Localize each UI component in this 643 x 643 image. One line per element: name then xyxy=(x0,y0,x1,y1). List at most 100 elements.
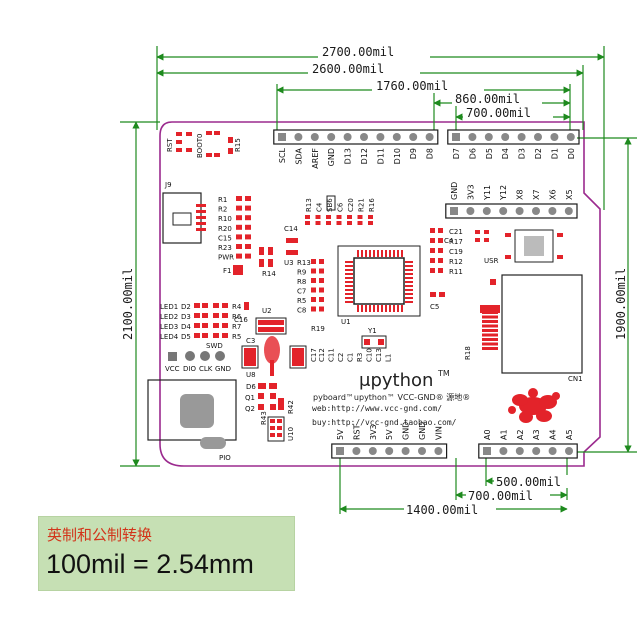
pin-label: D9 xyxy=(409,148,418,159)
part-label: C2 xyxy=(337,353,345,362)
mcu-pin xyxy=(405,293,413,295)
part-label: C19 xyxy=(449,248,463,256)
part-label: R13 xyxy=(297,259,311,267)
mcu-pin xyxy=(345,277,353,279)
sd-pin xyxy=(482,329,498,332)
regulator-area: C16 U2 C3 U8 C17 D6 Q1 Q2 R43 R42 U10 xyxy=(234,302,318,442)
smd-pad xyxy=(315,215,321,219)
smd-pad xyxy=(222,333,228,338)
smd-pad xyxy=(319,287,324,293)
pin-label: AREF xyxy=(311,148,320,169)
pin-label: GND xyxy=(418,422,427,440)
smd-pad xyxy=(236,244,242,249)
usr-button: USR xyxy=(484,229,563,265)
pin-pad xyxy=(499,447,508,455)
part-label: C6 xyxy=(337,202,345,212)
pin-label: D12 xyxy=(360,148,369,164)
pin-pad xyxy=(418,447,426,455)
reset-boot-area: RST BOOT0 R15 xyxy=(166,131,242,158)
brand-buy-url: buy:http://vcc-gnd.taobao.com/ xyxy=(312,418,457,427)
pin-pad xyxy=(548,447,557,455)
mcu-pin xyxy=(345,293,353,295)
mcu-pin xyxy=(393,305,395,312)
q1-label: Q1 xyxy=(245,394,255,402)
mcu-pin xyxy=(401,305,403,312)
smd-pad xyxy=(438,238,443,243)
sd-pin xyxy=(482,338,498,341)
dim-1900: 1900.00mil xyxy=(614,268,628,340)
mcu-pin xyxy=(385,305,387,312)
q2-label: Q2 xyxy=(245,405,255,413)
pin-pad xyxy=(294,133,303,141)
swd-gnd: GND xyxy=(215,365,231,373)
sd-pin xyxy=(482,311,498,314)
r42-label: R42 xyxy=(287,400,295,414)
mcu-pin xyxy=(345,261,353,263)
y1-label: Y1 xyxy=(367,327,377,335)
smd-pad xyxy=(213,313,219,318)
smd-pad xyxy=(236,234,242,240)
smd-pad xyxy=(213,303,219,308)
pin-pad xyxy=(401,447,410,455)
smd-pad xyxy=(347,221,352,225)
u10-label: U10 xyxy=(287,427,295,441)
smd-pad xyxy=(430,228,435,233)
pin-label: A0 xyxy=(483,429,492,440)
pin-label: D10 xyxy=(393,148,402,164)
smd-pad xyxy=(305,221,310,225)
part-label: SB6 xyxy=(326,198,334,212)
smd-pad xyxy=(484,238,489,242)
mcu-pin xyxy=(369,305,371,312)
pin-pad xyxy=(483,447,491,455)
dim-860: 860.00mil xyxy=(455,92,520,106)
smd-pad xyxy=(319,278,324,283)
pin-pad xyxy=(517,133,526,141)
part-label: C1 xyxy=(347,353,355,362)
pin-label: GND xyxy=(450,182,459,200)
sd-pin xyxy=(482,347,498,350)
smd-pad xyxy=(439,292,445,297)
smd-pad xyxy=(357,215,363,219)
u2-label: U2 xyxy=(262,307,272,315)
note-formula: 100mil = 2.54mm xyxy=(46,549,254,579)
smd-pad xyxy=(475,238,480,242)
pin-pad xyxy=(466,207,475,215)
part-label: C8 xyxy=(297,307,306,315)
mcu-pin xyxy=(369,250,371,257)
note-title: 英制和公制转换 xyxy=(47,524,152,545)
vcc-gnd-logo xyxy=(508,388,560,423)
pin-pad xyxy=(482,207,491,215)
mcu-u1: U1 xyxy=(337,245,421,326)
mcu-pin xyxy=(361,250,363,257)
mcu-pin xyxy=(405,261,413,263)
dim-2100: 2100.00mil xyxy=(121,268,135,340)
smd-pad xyxy=(430,292,436,297)
smd-pad xyxy=(202,313,208,318)
pio-label: PIO xyxy=(219,454,231,462)
pin-label: D6 xyxy=(468,148,477,159)
r14-label: R14 xyxy=(262,270,276,278)
part-label: R20 xyxy=(218,225,232,233)
mcu-pin xyxy=(405,285,413,287)
part-label: L1 xyxy=(385,354,393,362)
smd-pad xyxy=(236,196,242,201)
usr-label: USR xyxy=(484,257,499,265)
pin-label: A1 xyxy=(499,429,508,440)
mcu-pin xyxy=(345,281,353,283)
pin-label: 5V xyxy=(336,429,345,440)
mcu-pin xyxy=(361,305,363,312)
mcu-pin xyxy=(405,281,413,283)
r18-label: R18 xyxy=(464,346,472,360)
pin-pad xyxy=(278,133,286,141)
mcu-pin xyxy=(385,250,387,257)
smd-pad xyxy=(311,268,316,274)
mcu-pin xyxy=(357,250,359,257)
r43-label: R43 xyxy=(260,411,268,425)
pin-label: SDA xyxy=(294,147,303,164)
swd-label: SWD xyxy=(206,342,223,350)
swd-dio: DIO xyxy=(183,365,196,373)
pin-label: 3V3 xyxy=(369,424,378,440)
